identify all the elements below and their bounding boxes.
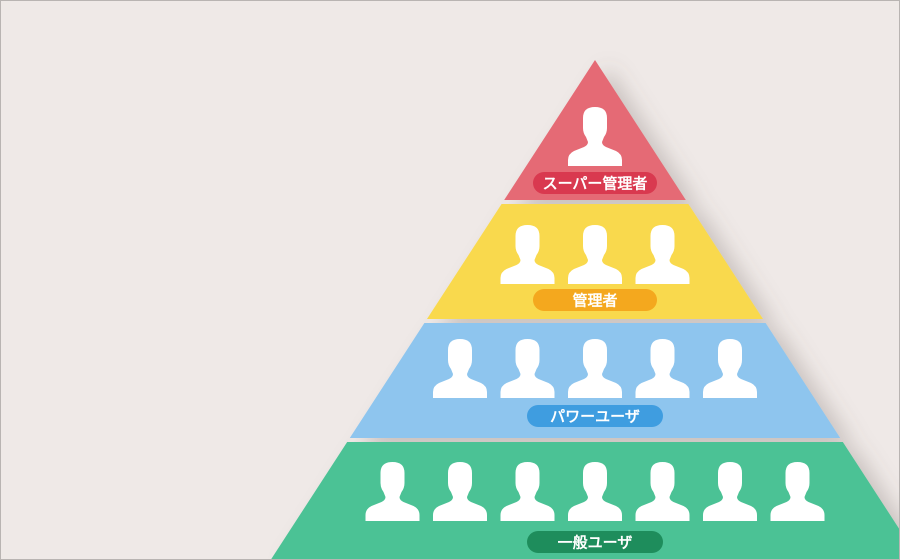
tier-label: 管理者 xyxy=(572,292,617,310)
tier-label-pill xyxy=(527,405,663,427)
tier-label: 一般ユーザ xyxy=(558,534,633,552)
tier-label: パワーユーザ xyxy=(550,408,640,426)
tier-label-pill xyxy=(527,531,663,553)
tier-label-pill xyxy=(533,172,657,194)
tier-label: スーパー管理者 xyxy=(543,175,648,193)
tier-label-pill xyxy=(533,289,657,311)
pyramid-tier-4 xyxy=(271,442,899,559)
